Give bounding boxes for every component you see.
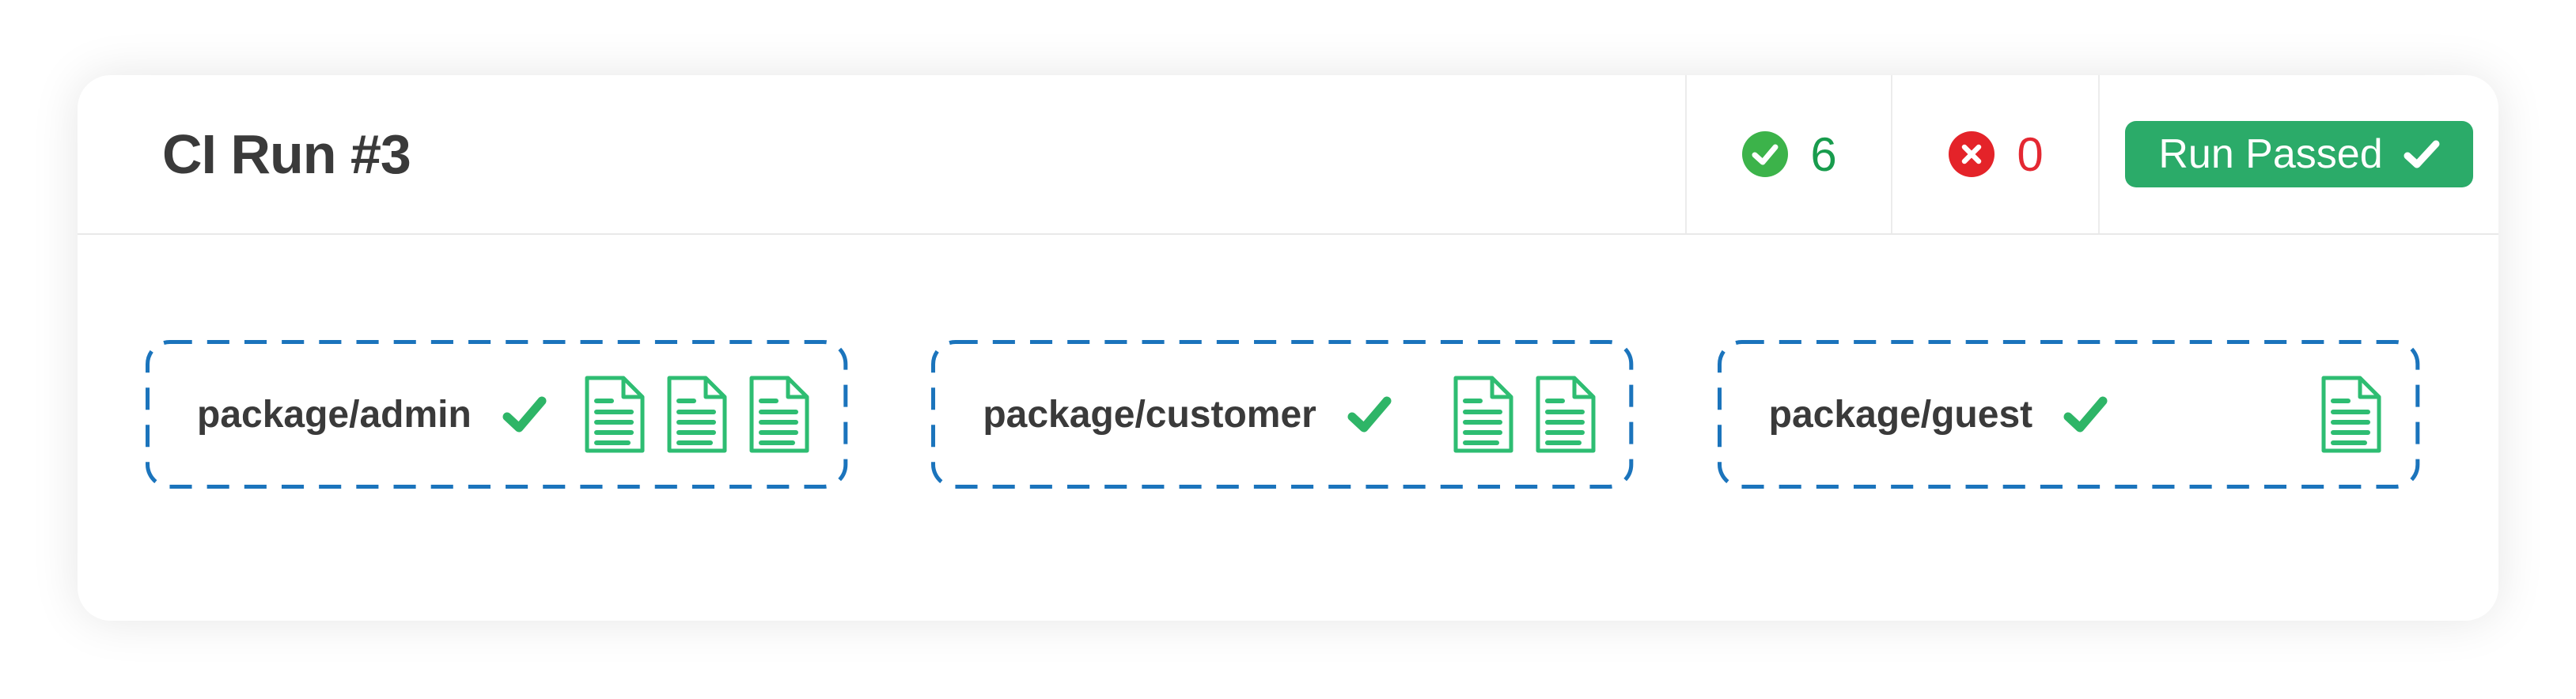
run-status-button[interactable]: Run Passed <box>2125 121 2473 187</box>
run-status-label: Run Passed <box>2158 131 2383 177</box>
status-button-cell: Run Passed <box>2098 75 2498 233</box>
failed-count-cell: 0 <box>1891 75 2098 233</box>
document-icon[interactable] <box>1451 375 1516 454</box>
check-circle-icon <box>1742 131 1789 177</box>
report-doc-list <box>1451 375 1598 454</box>
x-circle-icon <box>1949 131 1995 177</box>
check-icon <box>502 396 547 433</box>
title-cell: CI Run #3 <box>78 75 1685 233</box>
package-box-customer[interactable]: package/customer <box>930 339 1634 489</box>
report-doc-list <box>582 375 812 454</box>
failed-count: 0 <box>2017 127 2044 181</box>
package-box-admin[interactable]: package/admin <box>145 339 848 489</box>
passed-count-cell: 6 <box>1685 75 1891 233</box>
report-doc-list <box>2319 375 2384 454</box>
package-label: package/customer <box>983 393 1316 436</box>
page-title: CI Run #3 <box>162 123 411 185</box>
check-icon <box>1347 396 1392 433</box>
passed-count: 6 <box>1810 127 1837 181</box>
document-icon[interactable] <box>582 375 647 454</box>
document-icon[interactable] <box>1533 375 1598 454</box>
check-icon <box>2404 140 2440 168</box>
document-icon[interactable] <box>747 375 812 454</box>
document-icon[interactable] <box>2319 375 2384 454</box>
card-header: CI Run #3 6 0 Run Passed <box>78 75 2498 235</box>
package-box-guest[interactable]: package/guest <box>1717 339 2420 489</box>
check-icon <box>2063 396 2108 433</box>
packages-row: package/admin package/customer <box>78 339 2498 489</box>
ci-run-card: CI Run #3 6 0 Run Passed <box>78 75 2498 621</box>
package-label: package/guest <box>1768 393 2033 436</box>
package-label: package/admin <box>197 393 472 436</box>
document-icon[interactable] <box>665 375 729 454</box>
